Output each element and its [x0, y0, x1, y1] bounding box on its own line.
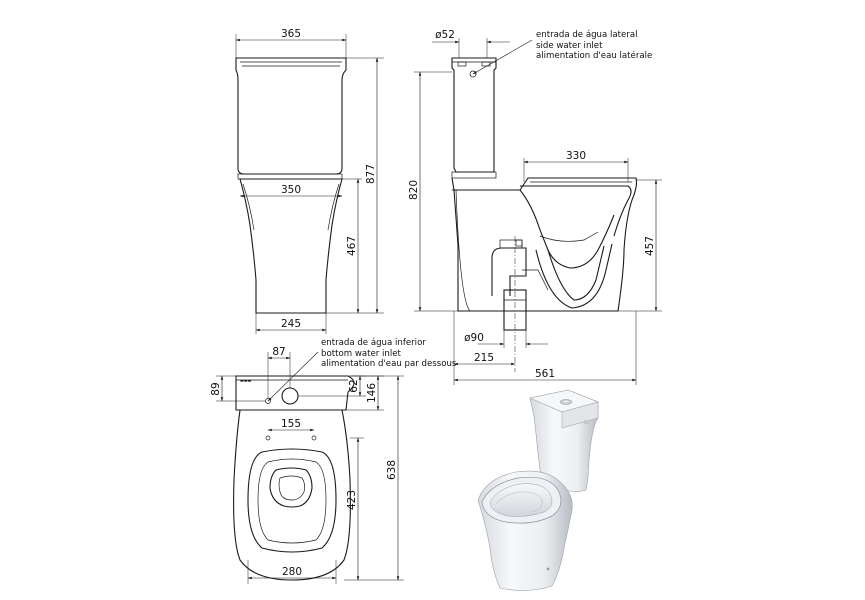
- toilet-3d-render: [477, 389, 599, 591]
- dim-plan-width: 280: [282, 566, 302, 578]
- dim-inlet-from-back: 89: [210, 382, 222, 395]
- dim-bowl-depth: 423: [346, 490, 358, 510]
- side-view-dimensions: ø52 entrada de água lateral side water i…: [408, 29, 662, 385]
- note-bottom-inlet-en: bottom water inlet: [321, 349, 402, 359]
- dim-bowl-top-width: 350: [281, 184, 301, 196]
- dim-outlet-dia: ø90: [464, 332, 484, 344]
- note-bottom-inlet-fr: alimentation d'eau par dessous: [321, 359, 457, 369]
- front-view-dimensions: 365 350 245 877 467: [235, 28, 384, 334]
- dim-total-height: 877: [365, 164, 377, 184]
- plan-view: ▬▬▬: [233, 375, 355, 581]
- dim-seat-height: 457: [644, 236, 656, 256]
- dim-tank-width: 365: [281, 28, 301, 40]
- note-side-inlet-pt: entrada de água lateral: [536, 30, 638, 40]
- dim-pan-height: 467: [346, 236, 358, 256]
- dim-fixing-span: 155: [281, 418, 301, 430]
- brand-mark: ▬▬▬: [240, 378, 252, 383]
- note-side-inlet-en: side water inlet: [536, 41, 603, 51]
- dim-side-height: 820: [408, 180, 420, 200]
- dim-tank-depth: 146: [366, 383, 378, 403]
- dim-total-depth: 561: [535, 368, 555, 380]
- dim-side-inlet-dia: ø52: [435, 29, 455, 41]
- dim-outlet-offset: 215: [474, 352, 494, 364]
- note-side-inlet-fr: alimentation d'eau latérale: [536, 50, 652, 61]
- side-view: [451, 57, 638, 331]
- plan-view-dimensions: 87 entrada de água inferior bottom water…: [210, 338, 457, 584]
- dim-inlet-span: 62: [348, 379, 360, 392]
- note-bottom-inlet-pt: entrada de água inferior: [321, 338, 426, 348]
- dim-inlet-offset-x: 87: [272, 346, 285, 358]
- dim-plan-depth: 638: [386, 460, 398, 480]
- dim-base-width: 245: [281, 318, 301, 330]
- dim-seat-opening: 330: [566, 150, 586, 162]
